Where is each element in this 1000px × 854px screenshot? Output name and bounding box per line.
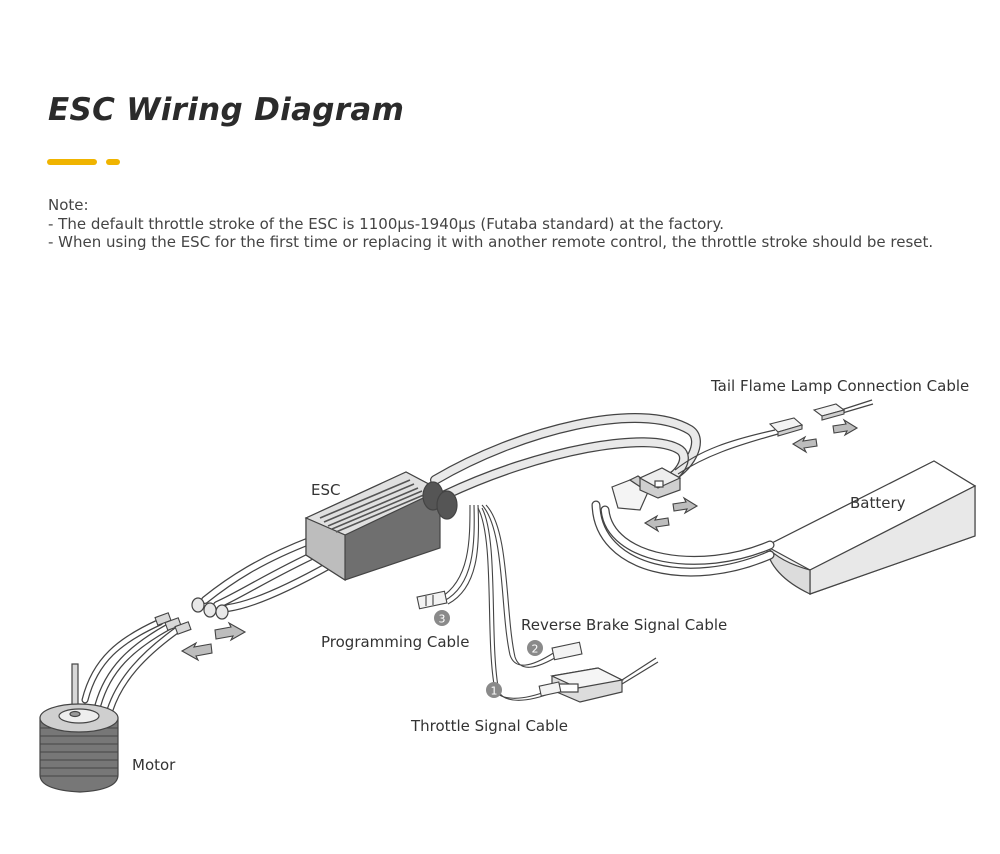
arrow-lamp-in [791, 435, 818, 454]
note-line-2: - When using the ESC for the first time … [48, 233, 934, 251]
marker-1: 1 [486, 682, 502, 698]
programming-plug [416, 590, 448, 610]
tail-lamp-connector-female [812, 403, 846, 421]
label-throttle-cable: Throttle Signal Cable [411, 717, 569, 735]
marker-3: 3 [434, 610, 450, 626]
svg-text:2: 2 [532, 643, 539, 656]
label-motor: Motor [132, 756, 176, 774]
motor-wires [81, 618, 184, 714]
esc-power-connector [638, 467, 682, 499]
tail-lamp-connector-male [768, 417, 804, 437]
arrow-battery-in [643, 514, 670, 533]
esc-body [304, 471, 458, 582]
note-block: Note: - The default throttle stroke of t… [48, 196, 933, 252]
connect-arrows [180, 418, 859, 662]
arrow-battery-out [672, 496, 699, 515]
label-esc: ESC [311, 481, 341, 499]
label-reverse-brake-cable: Reverse Brake Signal Cable [521, 616, 728, 634]
reverse-brake-plug [551, 641, 583, 661]
signal-wire-bundle [439, 504, 561, 701]
svg-text:3: 3 [439, 613, 446, 626]
note-heading: Note: [48, 196, 89, 214]
esc-power-leads [430, 413, 701, 500]
motor-body [39, 663, 119, 793]
esc-bullet-connectors [191, 597, 229, 620]
marker-2: 2 [527, 640, 543, 656]
arrow-esc-out [214, 621, 247, 642]
title-accent-bar-short [106, 159, 120, 165]
arrow-motor-in [180, 641, 213, 662]
receiver [550, 657, 659, 703]
note-line-1: - The default throttle stroke of the ESC… [48, 214, 724, 233]
label-battery: Battery [850, 494, 906, 512]
arrow-lamp-out [832, 418, 859, 437]
label-programming-cable: Programming Cable [321, 633, 470, 651]
motor-bullet-connectors [154, 612, 192, 635]
label-tail-lamp-cable: Tail Flame Lamp Connection Cable [711, 377, 970, 395]
svg-text:1: 1 [491, 685, 498, 698]
page-title: ESC Wiring Diagram [48, 92, 405, 128]
battery-pack [764, 460, 977, 595]
motor-phase-leads [201, 536, 334, 612]
title-accent-bar-long [47, 159, 97, 165]
throttle-plug [538, 681, 562, 697]
battery-leads [591, 500, 775, 577]
